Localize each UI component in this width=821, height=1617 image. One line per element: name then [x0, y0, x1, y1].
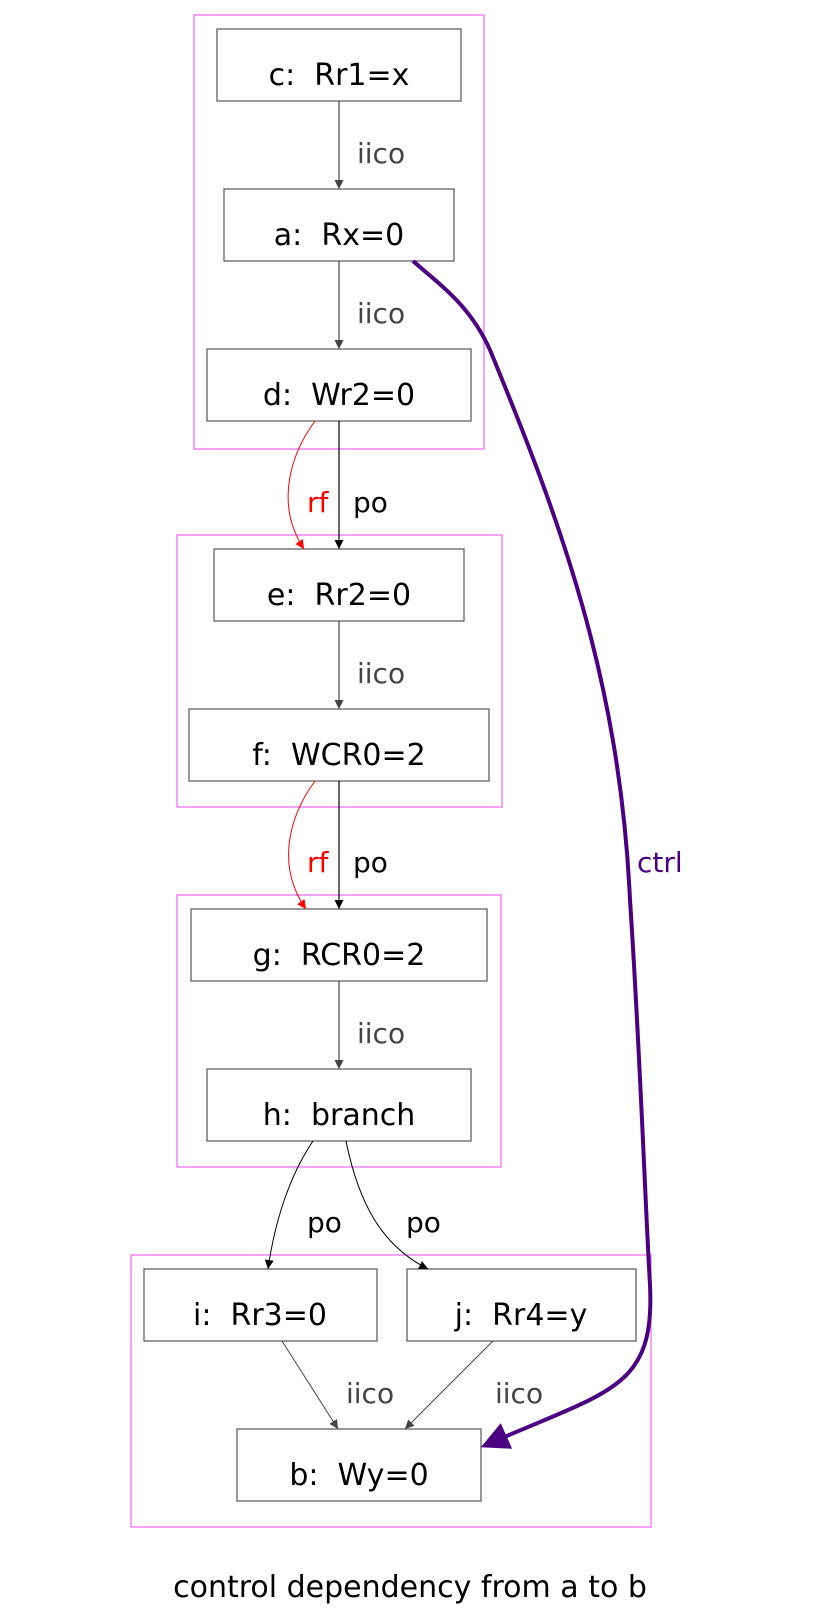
edge-labels: iico iico rf po iico rf po iico po po ii…: [307, 137, 683, 1410]
edge-c-a-label: iico: [357, 137, 405, 170]
nodes: [143, 28, 637, 1502]
edge-a-d-label: iico: [357, 297, 405, 330]
node-b[interactable]: [236, 1428, 482, 1502]
edge-d-e-rf[interactable]: [287, 420, 316, 550]
cluster-4: [130, 1254, 652, 1528]
edge-h-j[interactable]: [345, 1140, 429, 1270]
node-i[interactable]: [143, 1268, 378, 1342]
edge-h-i[interactable]: [264, 1140, 314, 1270]
node-i-label: i: Rr3=0: [193, 1298, 327, 1333]
node-e-label: e: Rr2=0: [267, 578, 411, 613]
node-labels: c: Rr1=x a: Rx=0 d: Wr2=0 e: Rr2=0 f: WC…: [193, 58, 587, 1493]
node-j[interactable]: [406, 1268, 637, 1342]
node-g[interactable]: [190, 908, 488, 982]
edge-f-g-po-label: po: [353, 846, 388, 879]
edge-h-i-label: po: [307, 1206, 342, 1239]
node-a-label: a: Rx=0: [274, 218, 404, 253]
edge-g-h-label: iico: [357, 1017, 405, 1050]
edge-i-b-label: iico: [346, 1377, 394, 1410]
edge-j-b-label: iico: [495, 1377, 543, 1410]
diagram-caption: control dependency from a to b: [173, 1570, 647, 1605]
node-e[interactable]: [213, 548, 465, 622]
edge-a-b-ctrl-label: ctrl: [637, 846, 683, 879]
node-c[interactable]: [216, 28, 462, 102]
edge-f-g-rf[interactable]: [288, 780, 316, 910]
edge-h-j-label: po: [406, 1206, 441, 1239]
edge-e-f-label: iico: [357, 657, 405, 690]
edge-f-g-rf-label: rf: [307, 846, 330, 879]
node-d[interactable]: [206, 348, 472, 422]
node-h[interactable]: [206, 1068, 472, 1142]
edge-i-b[interactable]: [281, 1340, 339, 1430]
node-c-label: c: Rr1=x: [269, 58, 410, 93]
node-g-label: g: RCR0=2: [253, 938, 426, 973]
node-f-label: f: WCR0=2: [252, 738, 425, 773]
edge-d-e-po-label: po: [353, 486, 388, 519]
node-b-label: b: Wy=0: [289, 1458, 428, 1493]
edge-a-b-ctrl[interactable]: [411, 259, 653, 1449]
node-f[interactable]: [188, 708, 490, 782]
edge-j-b[interactable]: [404, 1340, 494, 1430]
edge-d-e-rf-label: rf: [307, 486, 330, 519]
edges: [264, 101, 653, 1449]
node-d-label: d: Wr2=0: [263, 378, 415, 413]
node-j-label: j: Rr4=y: [454, 1298, 588, 1333]
node-h-label: h: branch: [263, 1098, 415, 1133]
